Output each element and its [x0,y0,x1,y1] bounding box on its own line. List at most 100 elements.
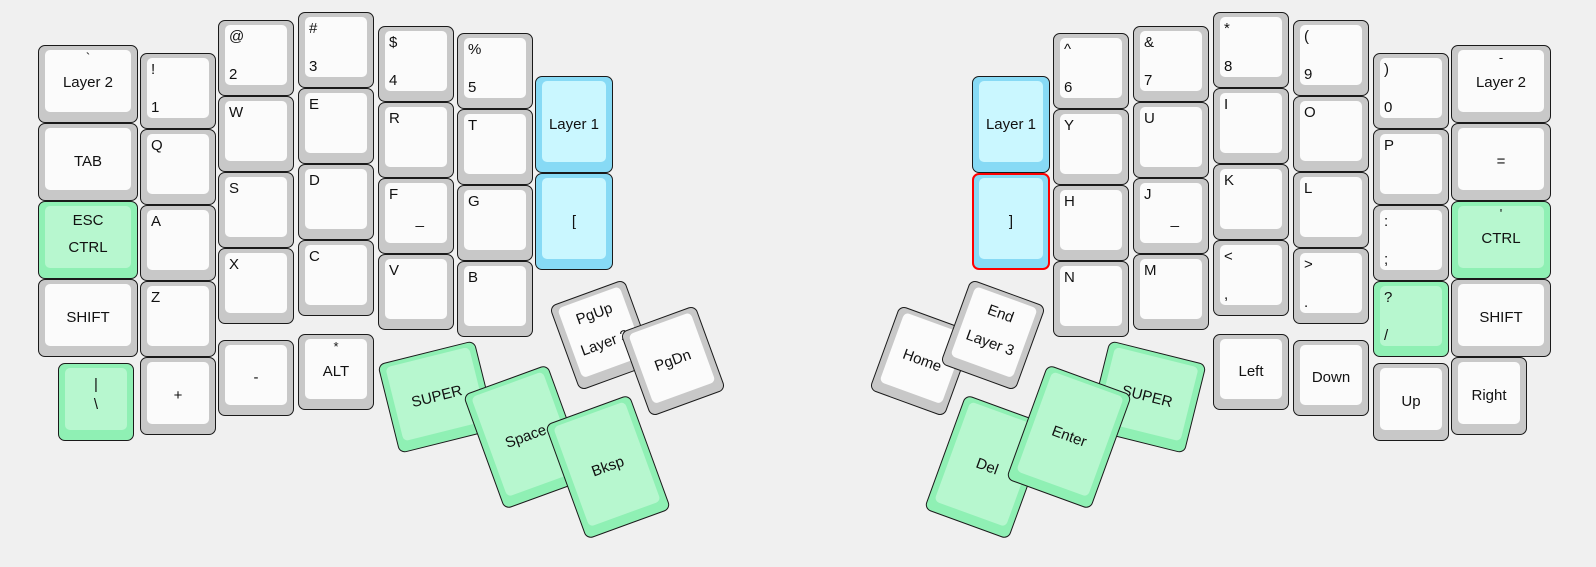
key-r-c7-r2[interactable]: = [1451,123,1551,201]
key-cap [385,107,447,167]
key-cap [464,114,526,174]
key-cap [225,25,287,85]
key-r-c4-r4[interactable]: <, [1213,240,1289,316]
key-cap [1060,114,1122,174]
key-cap [979,81,1043,162]
key-cap [225,177,287,237]
homing-bump-indicator: _ [1170,211,1179,228]
key-r-c3-r3[interactable]: J_ [1133,178,1209,254]
key-cap [385,183,447,243]
key-l-c6-r2[interactable]: T [457,109,533,185]
key-r-c4-r1[interactable]: *8 [1213,12,1289,88]
key-l-c6-r1[interactable]: %5 [457,33,533,109]
key-r-c6-r1[interactable]: )0 [1373,53,1449,129]
key-cap [305,169,367,229]
key-cap [147,58,209,118]
key-l-c3-r3[interactable]: S [218,172,294,248]
key-cap [1060,38,1122,98]
key-cap [1300,25,1362,85]
homing-bump-indicator: _ [415,211,424,228]
key-cap [1380,368,1442,430]
key-cap [45,128,131,190]
key-r-c4-r3[interactable]: K [1213,164,1289,240]
key-r-c6-r4[interactable]: ?/ [1373,281,1449,357]
key-r-c5-r2[interactable]: O [1293,96,1369,172]
key-cap [1140,183,1202,243]
key-cap [1140,31,1202,91]
key-cap [225,101,287,161]
key-cap [464,38,526,98]
key-cap [147,210,209,270]
key-l-c4-r1[interactable]: #3 [298,12,374,88]
key-cap [1380,134,1442,194]
key-r-c1-r1[interactable]: Layer 1 [972,76,1050,173]
key-l-c3-r5[interactable]: - [218,340,294,416]
key-r-c1-r2[interactable]: ] [972,173,1050,270]
key-cap [65,368,127,430]
key-cap [1458,284,1544,346]
key-cap [1140,107,1202,167]
key-l-c2-r1[interactable]: !1 [140,53,216,129]
key-r-c7-r5[interactable]: Right [1451,357,1527,435]
key-cap [1458,206,1544,268]
key-r-c4-r2[interactable]: I [1213,88,1289,164]
key-r-c7-r4[interactable]: SHIFT [1451,279,1551,357]
key-l-c4-r5[interactable]: *ALT [298,334,374,410]
key-l-c6-r3[interactable]: G [457,185,533,261]
key-cap [542,81,606,162]
key-cap [385,259,447,319]
key-l-c5-r2[interactable]: R [378,102,454,178]
key-r-c2-r3[interactable]: H [1053,185,1129,261]
key-cap [1300,177,1362,237]
key-cap [1220,17,1282,77]
key-cap [45,50,131,112]
key-r-c3-r2[interactable]: U [1133,102,1209,178]
key-l-c1-r1[interactable]: `Layer 2 [38,45,138,123]
key-r-c7-r3[interactable]: 'CTRL [1451,201,1551,279]
key-l-plus[interactable]: + [140,357,216,435]
key-cap [1380,286,1442,346]
key-l-pipe[interactable]: |\ [58,363,134,441]
key-r-c3-r1[interactable]: &7 [1133,26,1209,102]
key-r-c6-r3[interactable]: :; [1373,205,1449,281]
key-cap [45,284,131,346]
key-cap [305,339,367,399]
key-l-c2-r2[interactable]: Q [140,129,216,205]
key-l-c2-r3[interactable]: A [140,205,216,281]
key-l-c4-r2[interactable]: E [298,88,374,164]
key-cap [147,362,209,424]
key-cap [464,266,526,326]
key-l-c7-r1[interactable]: Layer 1 [535,76,613,173]
key-cap [1060,266,1122,326]
key-cap [1220,339,1282,399]
key-cap [1380,210,1442,270]
key-l-c4-r4[interactable]: C [298,240,374,316]
key-cap [1220,169,1282,229]
key-r-c5-r3[interactable]: L [1293,172,1369,248]
key-r-c3-r4[interactable]: M [1133,254,1209,330]
key-cap [1458,362,1520,424]
key-cap [1300,101,1362,161]
key-cap [225,253,287,313]
key-r-c2-r2[interactable]: Y [1053,109,1129,185]
key-cap [305,93,367,153]
key-cap [542,178,606,259]
key-cap [1060,190,1122,250]
key-l-c5-r1[interactable]: $4 [378,26,454,102]
key-l-c6-r4[interactable]: B [457,261,533,337]
key-cap [45,206,131,268]
key-r-c7-r1[interactable]: -Layer 2 [1451,45,1551,123]
key-l-c2-r4[interactable]: Z [140,281,216,357]
key-r-c6-r5[interactable]: Up [1373,363,1449,441]
key-r-c5-r5[interactable]: Down [1293,340,1369,416]
key-r-c2-r4[interactable]: N [1053,261,1129,337]
key-l-c7-r2[interactable]: [ [535,173,613,270]
key-r-c6-r2[interactable]: P [1373,129,1449,205]
key-r-c5-r4[interactable]: >. [1293,248,1369,324]
key-cap [147,286,209,346]
key-cap [305,245,367,305]
key-r-c4-r5[interactable]: Left [1213,334,1289,410]
key-cap [1300,345,1362,405]
key-r-c5-r1[interactable]: (9 [1293,20,1369,96]
key-r-c2-r1[interactable]: ^6 [1053,33,1129,109]
